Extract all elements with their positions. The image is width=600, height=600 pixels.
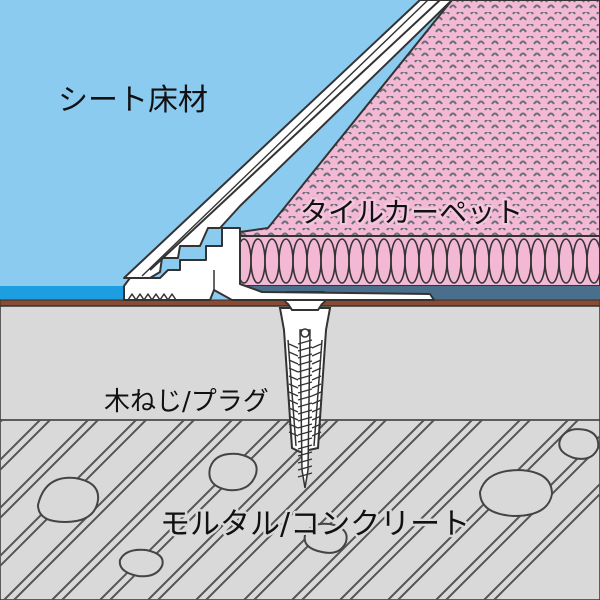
screw-thread xyxy=(297,430,313,436)
screw-thread xyxy=(297,409,313,415)
hatch-line xyxy=(291,420,473,600)
hatch-line xyxy=(61,420,243,600)
plug-ridge xyxy=(311,431,322,437)
hatch-line xyxy=(483,482,600,600)
plug-ridge xyxy=(311,423,322,429)
screw-thread xyxy=(297,374,313,380)
plug-ridge xyxy=(311,391,322,397)
screw-thread xyxy=(297,388,313,394)
screw-thread xyxy=(297,444,313,450)
plug-ridge xyxy=(288,407,299,413)
plug-ridge xyxy=(288,367,299,373)
plug-ridge xyxy=(288,423,299,429)
screw-thread xyxy=(297,353,313,359)
hatch-line xyxy=(0,420,89,510)
hatch-line xyxy=(339,420,521,600)
hatch-line xyxy=(387,420,569,600)
screw-thread xyxy=(297,395,313,401)
plug-ridge xyxy=(311,359,322,365)
backing-coil xyxy=(586,238,600,284)
plug-ridge xyxy=(288,351,299,357)
hatch-line xyxy=(0,420,51,472)
hatch-line xyxy=(243,420,425,600)
hatch-line xyxy=(301,420,483,600)
plug-ridge xyxy=(288,415,299,421)
sheet-flooring-layer xyxy=(0,286,140,300)
screw-thread xyxy=(297,367,313,373)
plug-ridge xyxy=(288,359,299,365)
screw-thread xyxy=(297,423,313,429)
tile-carpet-backing xyxy=(235,235,600,287)
screw-thread xyxy=(297,472,313,478)
label-mortar-concrete: モルタル/コンクリート xyxy=(160,507,470,542)
screw-thread xyxy=(297,360,313,366)
plug-ridge xyxy=(311,407,322,413)
hatch-line xyxy=(493,492,600,600)
plug-ridge xyxy=(311,399,322,405)
plug-ridge xyxy=(288,399,299,405)
plug-ridge xyxy=(311,343,322,349)
hatch-line xyxy=(397,420,579,600)
hatch-line xyxy=(205,420,387,600)
hatch-line xyxy=(253,420,435,600)
label-sheet-flooring: シート床材 xyxy=(58,83,208,118)
label-wood-screw-plug: 木ねじ/プラグ xyxy=(104,387,269,417)
wood-screw xyxy=(297,328,313,489)
screw-thread xyxy=(297,465,313,471)
hatch-line xyxy=(0,420,99,520)
screw-thread xyxy=(297,437,313,443)
plug-ridge xyxy=(311,415,322,421)
screw-thread xyxy=(297,416,313,422)
screw-thread xyxy=(297,381,313,387)
plug-ridge xyxy=(288,343,299,349)
screw-thread xyxy=(297,339,313,345)
plug-ridge xyxy=(311,367,322,373)
transition-profile xyxy=(123,0,453,301)
plug-ridge xyxy=(311,383,322,389)
plug-ridge xyxy=(288,431,299,437)
hatch-line xyxy=(195,420,377,600)
hatch-line xyxy=(51,420,233,600)
screw-thread xyxy=(297,346,313,352)
plug-ridge xyxy=(311,375,322,381)
plug-ridge xyxy=(288,383,299,389)
hatch-line xyxy=(13,420,195,600)
plug-ridge xyxy=(288,391,299,397)
hatch-line xyxy=(349,420,531,600)
screw-thread xyxy=(297,451,313,457)
screw-thread xyxy=(297,402,313,408)
label-tile-carpet: タイルカーペット xyxy=(300,196,523,229)
plug-ridge xyxy=(311,351,322,357)
hatch-line xyxy=(0,420,41,462)
screw-thread xyxy=(297,458,313,464)
concrete-aggregate xyxy=(36,428,600,578)
plug-ridge xyxy=(288,375,299,381)
